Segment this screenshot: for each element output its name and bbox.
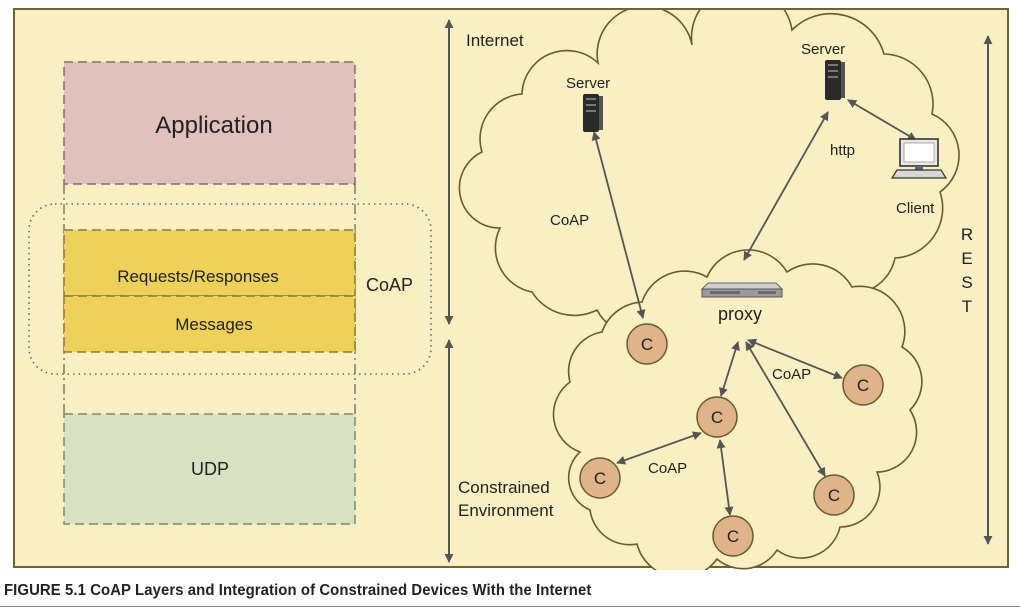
link-server-to-proxy: [743, 111, 829, 261]
coap-server-link-label: CoAP: [550, 212, 589, 229]
client-computer-icon: [890, 138, 948, 179]
client-label: Client: [896, 200, 935, 217]
svg-text:C: C: [857, 376, 869, 395]
figure-caption: FIGURE 5.1 CoAP Layers and Integration o…: [4, 582, 592, 599]
server-icon-right: [825, 60, 845, 100]
constrained-label-line1: Constrained: [458, 478, 550, 497]
svg-text:C: C: [727, 527, 739, 546]
application-label: Application: [155, 112, 272, 139]
requests-responses-label: Requests/Responses: [117, 267, 279, 286]
link-proxy-to-node-center: [719, 341, 740, 397]
coap-proxy-link-label: CoAP: [772, 366, 811, 383]
link-server-to-node: [591, 131, 646, 319]
figure-panel: Application Requests/Responses Messages …: [13, 0, 1009, 579]
requests-responses-layer: [63, 229, 356, 297]
server-right-label: Server: [801, 41, 845, 58]
caption-divider: [0, 606, 1020, 607]
svg-text:C: C: [711, 408, 723, 427]
udp-label: UDP: [191, 459, 229, 479]
link-proxy-to-node-lower-right: [745, 341, 826, 477]
server-left-label: Server: [566, 75, 610, 92]
http-link-label: http: [830, 142, 855, 159]
constrained-node-3: C: [696, 396, 738, 438]
svg-text:C: C: [594, 469, 606, 488]
messages-label: Messages: [175, 315, 252, 334]
rest-letter-t: T: [962, 297, 972, 316]
rest-letter-r: R: [961, 225, 973, 244]
coap-local-link-label: CoAP: [648, 460, 687, 477]
udp-layer: [63, 413, 356, 525]
coap-diagram: Application Requests/Responses Messages …: [28, 0, 993, 579]
constrained-label-line2: Environment: [458, 501, 554, 520]
coap-group-label: CoAP: [366, 275, 413, 295]
proxy-device-icon: [700, 282, 784, 298]
rest-letter-s: S: [961, 273, 972, 292]
constrained-node-6: C: [712, 515, 754, 557]
constrained-node-1: C: [626, 323, 668, 365]
constrained-node-5: C: [813, 474, 855, 516]
rest-letter-e: E: [961, 249, 972, 268]
svg-text:C: C: [828, 486, 840, 505]
proxy-label: proxy: [718, 304, 762, 324]
server-icon-left: [583, 94, 603, 132]
internet-label: Internet: [466, 31, 524, 50]
application-layer: [63, 61, 356, 185]
svg-text:C: C: [641, 335, 653, 354]
constrained-node-4: C: [579, 457, 621, 499]
link-node-center-to-bottom: [716, 439, 734, 516]
constrained-node-2: C: [842, 364, 884, 406]
link-node-left-to-center: [616, 431, 702, 465]
messages-layer: [63, 295, 356, 353]
link-server-to-client: [847, 99, 917, 141]
